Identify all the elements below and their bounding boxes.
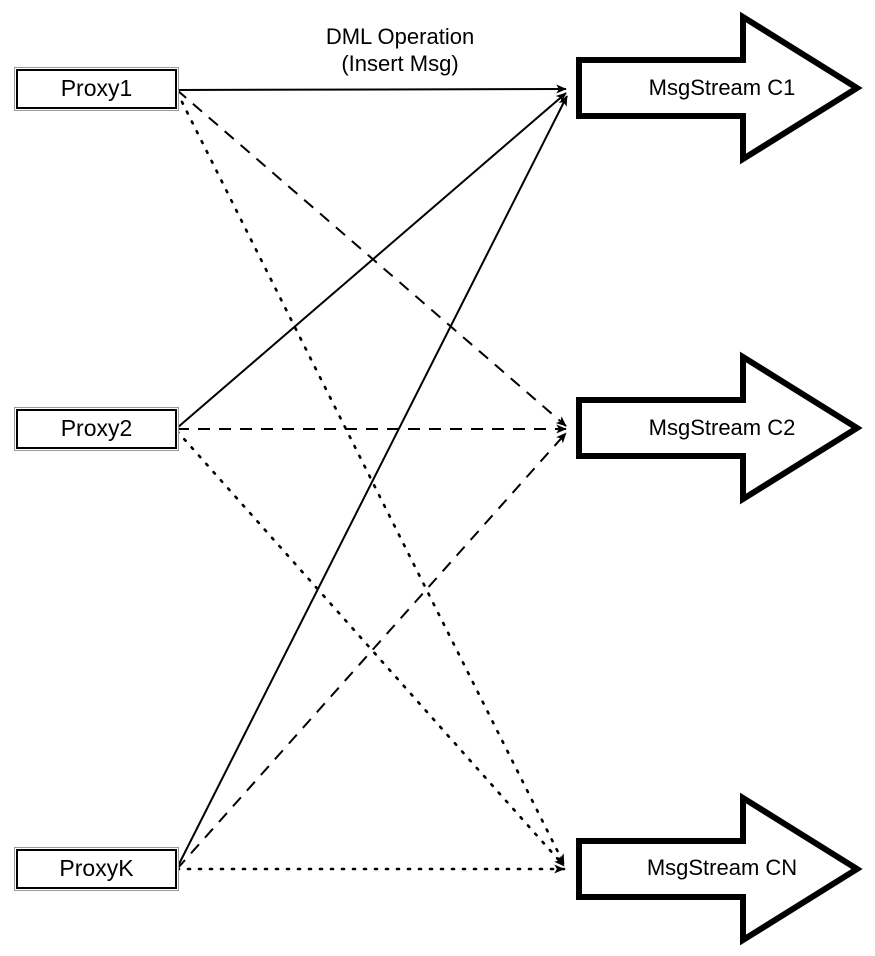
c2-label: MsgStream C2 [649, 415, 796, 440]
link-proxy1-cn[interactable] [175, 90, 566, 866]
proxyk-box[interactable] [16, 849, 177, 889]
proxyk-label: ProxyK [59, 855, 134, 881]
stream-node-c1[interactable]: MsgStream C1 [576, 11, 863, 165]
c1-arrow-shape[interactable] [576, 11, 863, 165]
link-proxy2-cn[interactable] [175, 429, 566, 868]
c2-arrow-shape[interactable] [576, 351, 863, 505]
edge-caption: DML Operation (Insert Msg) [326, 24, 474, 76]
proxy-node-proxyk[interactable]: ProxyK [14, 847, 179, 891]
proxy-node-proxy1[interactable]: Proxy1 [14, 67, 179, 111]
link-proxy1-c1[interactable] [176, 84, 567, 94]
link-proxyk-c1[interactable] [176, 95, 568, 869]
stream-node-cn[interactable]: MsgStream CN [576, 792, 863, 946]
c1-label: MsgStream C1 [649, 75, 796, 100]
link-layer [175, 84, 568, 874]
proxy2-label: Proxy2 [61, 415, 133, 441]
proxy1-label: Proxy1 [61, 75, 133, 101]
cn-label: MsgStream CN [647, 855, 797, 880]
edge-caption-line1: DML Operation [326, 24, 474, 49]
edge-caption-line2: (Insert Msg) [341, 51, 458, 76]
link-proxy2-c1[interactable] [176, 92, 567, 429]
stream-node-c2[interactable]: MsgStream C2 [576, 351, 863, 505]
link-proxyk-c2[interactable] [176, 432, 567, 870]
link-proxy1-c2[interactable] [176, 89, 567, 427]
proxy2-box[interactable] [16, 409, 177, 449]
proxy-node-proxy2[interactable]: Proxy2 [14, 407, 179, 451]
proxy1-box[interactable] [16, 69, 177, 109]
cn-arrow-shape[interactable] [576, 792, 863, 946]
